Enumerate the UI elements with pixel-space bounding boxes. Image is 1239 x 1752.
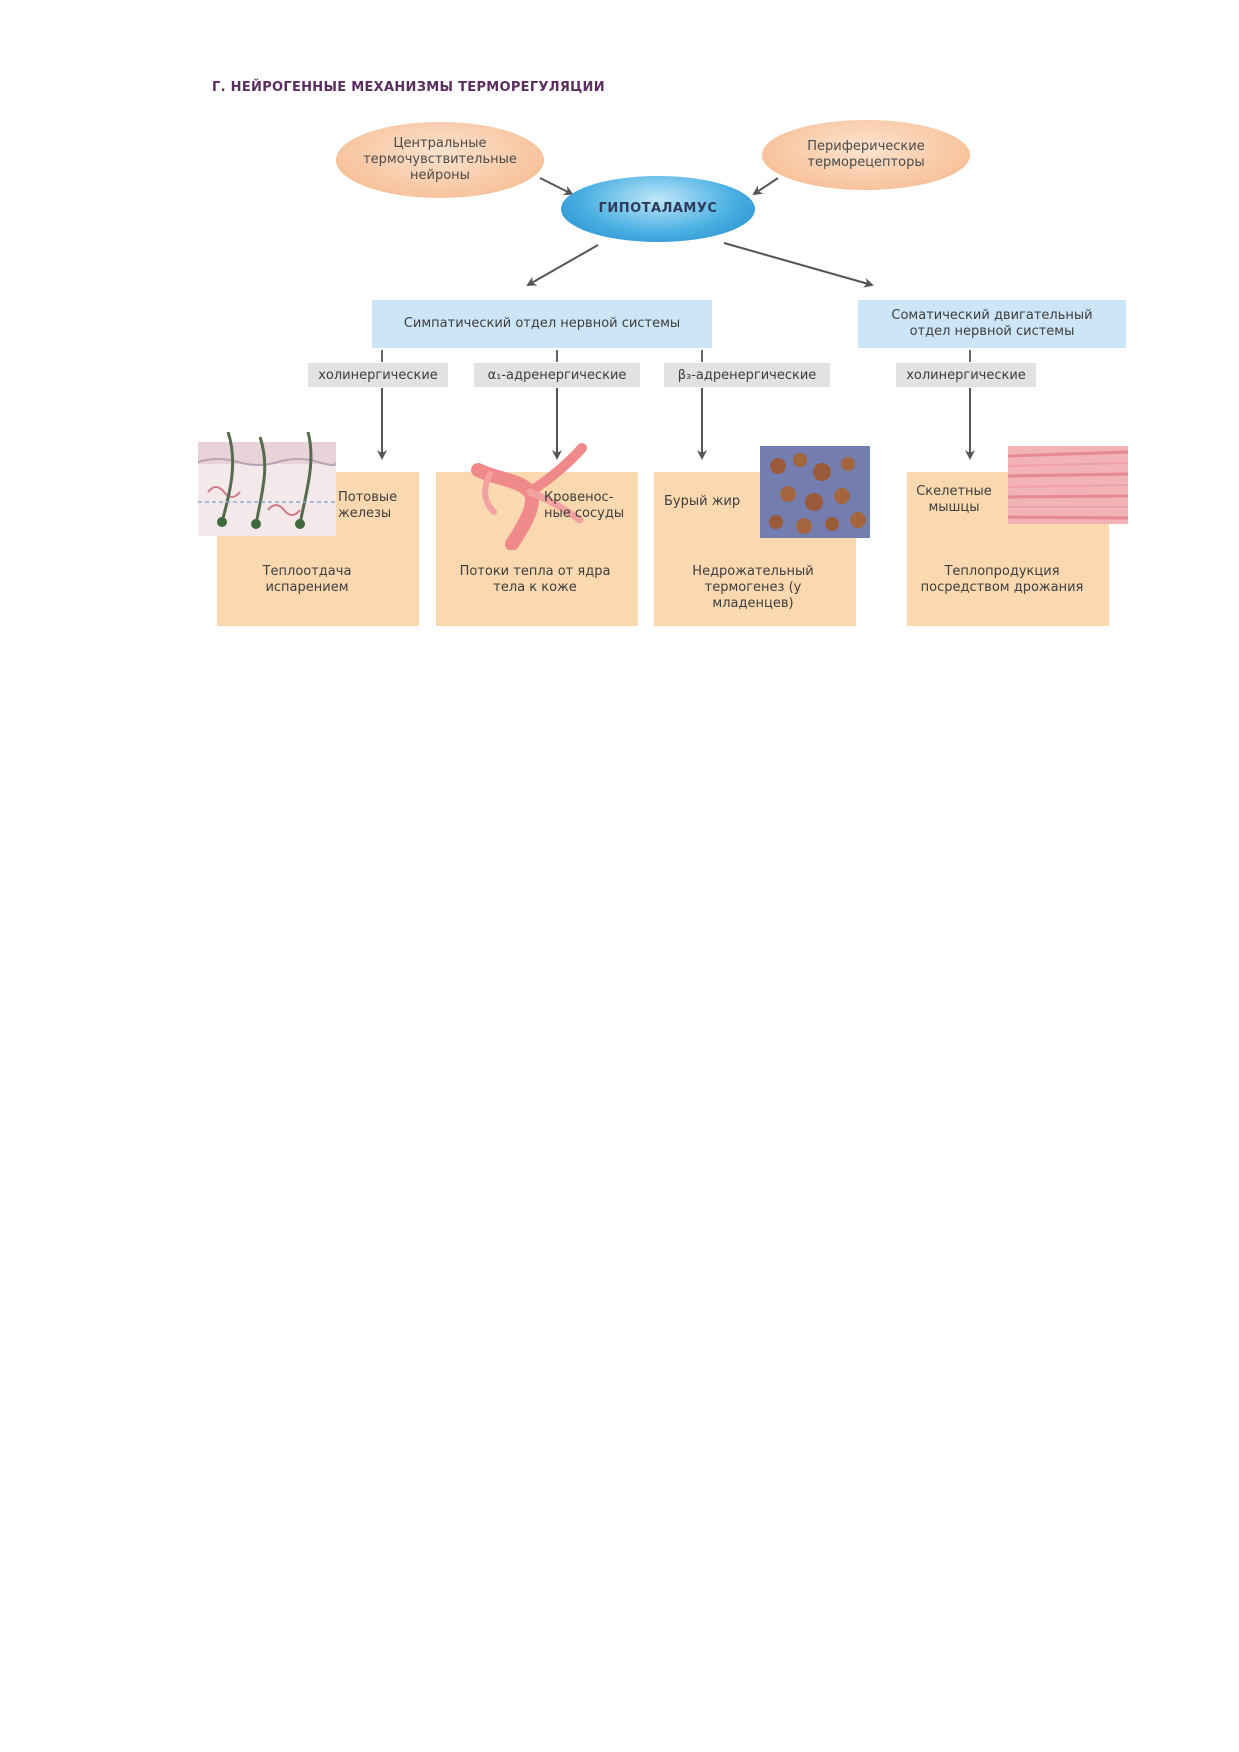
arrow-hub-to-sympathetic — [526, 244, 599, 286]
effect-label-shivering: Теплопродукция посредством дрожания — [920, 564, 1084, 595]
effect-label-heat-flow: Потоки тепла от ядра тела к коже — [459, 564, 611, 595]
organ-label-sweat-glands: Потовые железы — [338, 490, 398, 521]
organ-label-blood-vessels: Кровенос-ные сосуды — [544, 490, 625, 521]
hypothalamus-node: ГИПОТАЛАМУС — [561, 176, 755, 242]
arrow-hub-to-somatic — [723, 242, 874, 288]
peripheral-thermoreceptors: Периферические терморецепторы — [762, 120, 970, 190]
sympathetic-division-box: Симпатический отдел нервной системы — [372, 300, 712, 348]
blood-vessel-illustration-icon — [471, 443, 587, 550]
muscle-micrograph-icon — [1008, 446, 1128, 524]
effect-label-nonshivering: Недрожательный термогенез (у младенцев) — [692, 564, 814, 611]
peripheral-label: Периферические терморецепторы — [807, 139, 925, 170]
organ-label-skeletal-muscles: Скелетные мышцы — [916, 484, 992, 515]
arrow-peripheral-to-hub — [752, 177, 779, 196]
sympathetic-label: Симпатический отдел нервной системы — [403, 316, 681, 331]
central-thermosensitive-neurons: Центральные термочувствительные нейроны — [336, 122, 544, 198]
somatic-division-box: Соматический двигательный отдел нервной … — [858, 300, 1126, 348]
skin-illustration-icon — [198, 432, 336, 536]
somatic-label: Соматический двигательный отдел нервной … — [891, 308, 1093, 339]
hypothalamus-label: ГИПОТАЛАМУС — [598, 201, 718, 216]
arrows-layer — [377, 177, 975, 460]
organ-label-brown-fat: Бурый жир — [664, 494, 741, 509]
receptor-label-beta3: β₃-адренергические — [664, 363, 830, 387]
diagram-title: Г. НЕЙРОГЕННЫЕ МЕХАНИЗМЫ ТЕРМОРЕГУЛЯЦИИ — [212, 80, 605, 95]
arrow-central-to-hub — [539, 177, 574, 195]
receptor-label-cholinergic-2: холинергические — [896, 363, 1036, 387]
brown-fat-micrograph-icon — [760, 446, 870, 538]
effect-label-evaporation: Теплоотдача испарением — [262, 564, 352, 595]
receptor-label-cholinergic-1: холинергические — [308, 363, 448, 387]
receptor-label-alpha1: α₁-адренергические — [474, 363, 640, 387]
central-label: Центральные термочувствительные нейроны — [363, 136, 517, 183]
